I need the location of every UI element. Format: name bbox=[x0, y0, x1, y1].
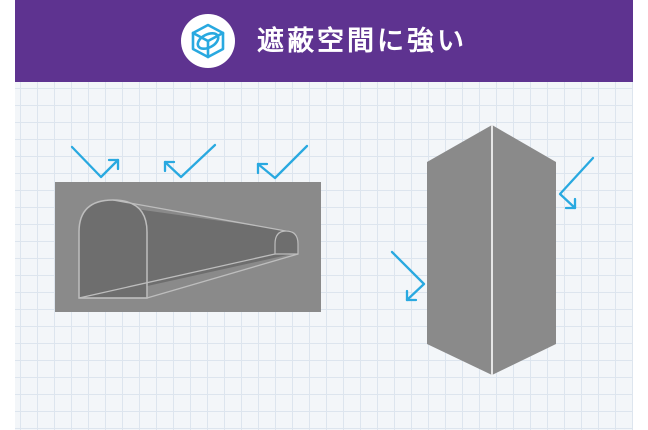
illustration bbox=[55, 125, 595, 375]
arrow-bounce-3 bbox=[256, 144, 309, 180]
arrow-bounce-1 bbox=[70, 145, 120, 179]
wall-illustration bbox=[427, 125, 556, 375]
arrow-bounce-5 bbox=[390, 250, 426, 302]
cube-icon bbox=[181, 14, 235, 68]
arrow-bounce-4 bbox=[558, 156, 595, 210]
header-title: 遮蔽空間に強い bbox=[257, 25, 467, 57]
arrow-bounce-2 bbox=[163, 143, 217, 179]
header-bar: 遮蔽空間に強い bbox=[15, 0, 633, 82]
tunnel-illustration bbox=[55, 182, 321, 312]
diagram-frame: 遮蔽空間に強い bbox=[15, 0, 633, 430]
